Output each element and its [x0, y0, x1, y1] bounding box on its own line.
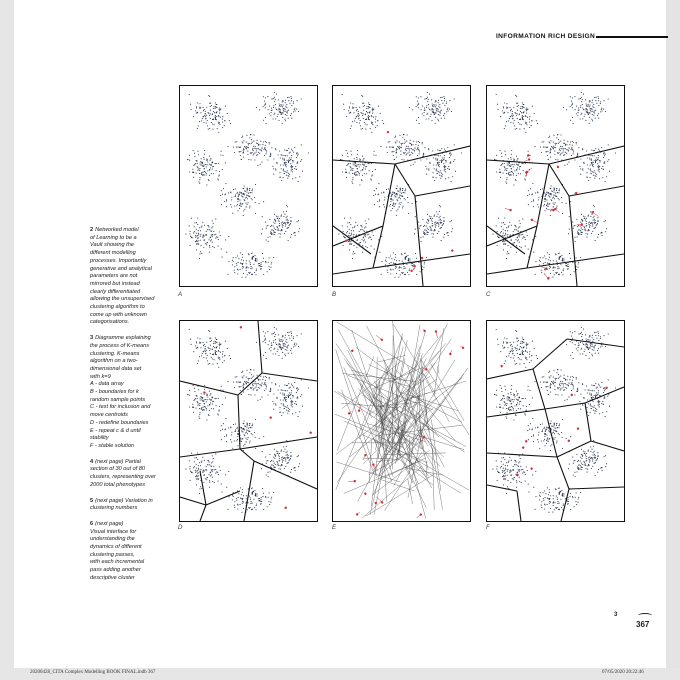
panel-label-c: C: [486, 292, 491, 298]
kmeans-plot-f: [487, 326, 624, 521]
caption-6: 6(next page) Visual interface for unders…: [90, 521, 172, 583]
kmeans-panel-e: [332, 320, 471, 522]
kmeans-panel-d: [179, 320, 318, 522]
caption-number: 4: [90, 458, 94, 465]
print-slug-file: 20200428_CITA Complex Modelling BOOK FIN…: [30, 670, 156, 675]
panel-label-f: F: [486, 525, 490, 531]
kmeans-plot-d: [180, 321, 317, 521]
caption-text: Diagramme explaining the process of K-me…: [90, 335, 151, 449]
kmeans-plot-c: [487, 91, 624, 286]
caption-4: 4(next page) Partial section of 30 out o…: [90, 459, 172, 490]
panel-label-e: E: [332, 525, 337, 531]
caption-text: (next page) Partial section of 30 out of…: [90, 458, 156, 488]
kmeans-plot-a: [185, 91, 310, 278]
print-slug-date: 07/05/2020 20:22:46: [602, 670, 644, 675]
running-header-title: INFORMATION RICH DESIGN: [496, 33, 596, 40]
kmeans-panel-b: [332, 85, 471, 287]
kmeans-plot-b: [333, 91, 470, 286]
kmeans-panel-f: [486, 320, 625, 522]
page-number: 367: [636, 620, 650, 629]
caption-number: 6: [90, 520, 94, 527]
folio-marker: 3: [614, 612, 618, 618]
kmeans-plot-e: [334, 321, 470, 519]
page-edge: [666, 0, 680, 668]
caption-text: Networked model of Learning to be a Vaul…: [90, 227, 155, 326]
caption-text: (next page) Visual interface for underst…: [90, 520, 145, 581]
caption-number: 2: [90, 227, 94, 233]
caption-5: 5(next page) Variation in clustering num…: [90, 498, 172, 513]
caption-number: 5: [90, 497, 94, 504]
running-header-rule: [596, 36, 668, 38]
panel-label-b: B: [332, 292, 337, 298]
kmeans-panel-a: [179, 85, 318, 287]
panel-label-a: A: [178, 292, 183, 298]
caption-number: 3: [90, 335, 94, 342]
folio-swoosh: [638, 613, 652, 618]
kmeans-panel-c: [486, 85, 625, 287]
caption-text: (next page) Variation in clustering numb…: [90, 497, 153, 512]
panel-label-d: D: [178, 525, 183, 531]
